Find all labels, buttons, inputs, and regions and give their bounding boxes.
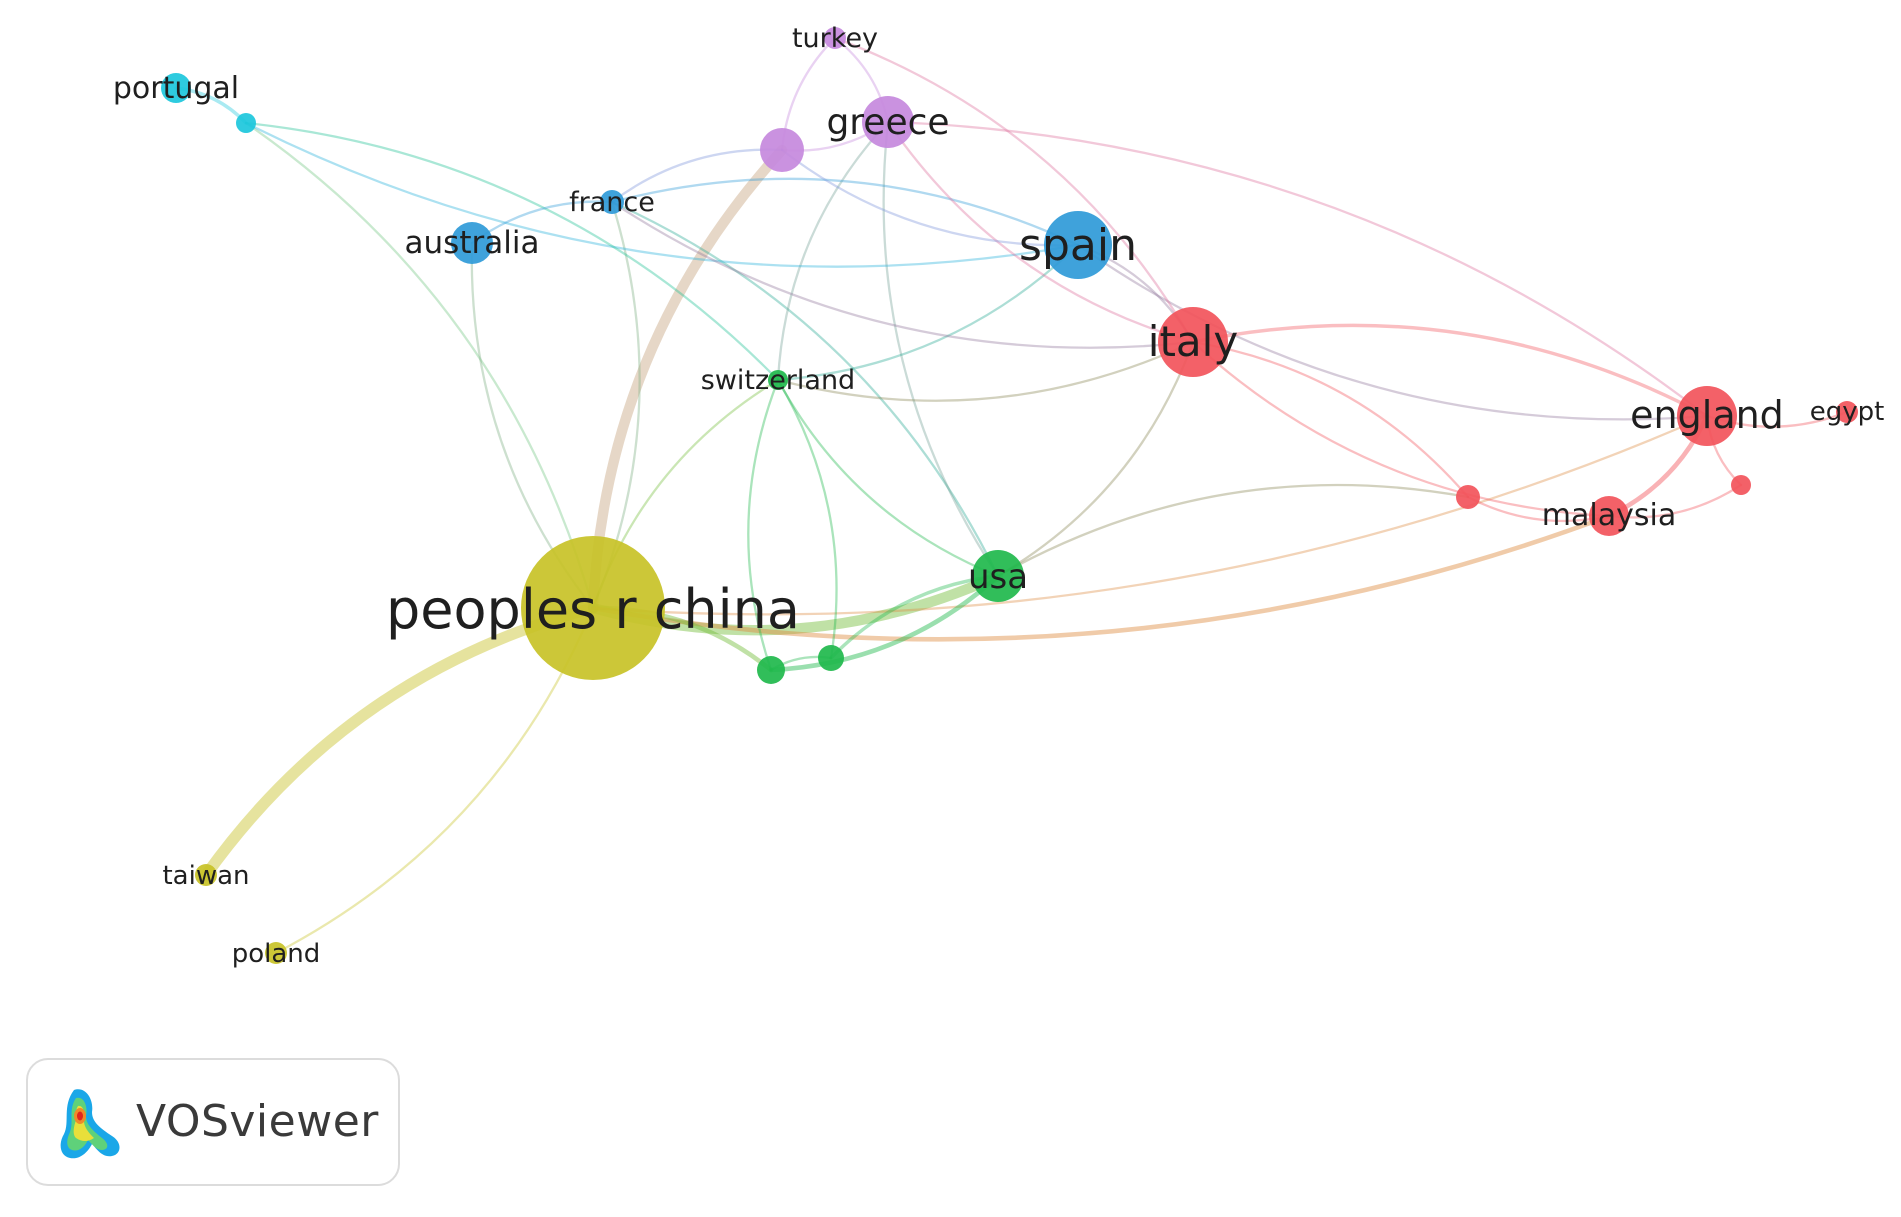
link-france-purple_node: [610, 148, 784, 204]
link-italy-england: [1191, 323, 1709, 418]
links-layer: [174, 36, 1849, 955]
node-greece[interactable]: [862, 96, 914, 148]
link-switzerland-italy: [776, 340, 1195, 402]
link-china-england: [591, 414, 1709, 616]
link-china-cyan_small: [244, 121, 595, 610]
node-italy[interactable]: [1158, 307, 1228, 377]
link-greece-italy: [886, 120, 1195, 344]
node-poland[interactable]: [265, 942, 287, 964]
node-red-a[interactable]: [1456, 485, 1480, 509]
node-usa[interactable]: [972, 550, 1024, 602]
node-turkey[interactable]: [824, 27, 846, 49]
node-switzerland[interactable]: [768, 370, 788, 390]
label-poland: poland: [232, 939, 321, 969]
node-purple-node[interactable]: [760, 128, 804, 172]
link-usa-italy: [996, 340, 1195, 578]
node-malaysia[interactable]: [1589, 496, 1629, 536]
vosviewer-logo-icon: [60, 1089, 120, 1159]
label-taiwan: taiwan: [162, 861, 249, 891]
node-spain[interactable]: [1044, 211, 1112, 279]
link-switzerland-greece: [776, 120, 890, 382]
link-italy-malaysia: [1191, 340, 1611, 518]
link-cyan_small-switzerland: [244, 121, 780, 382]
label-switzerland: switzerland: [701, 365, 855, 396]
label-turkey: turkey: [792, 23, 878, 54]
link-france-italy: [610, 200, 1195, 349]
node-egypt[interactable]: [1836, 401, 1858, 423]
node-cyan-small[interactable]: [236, 113, 256, 133]
label-france: france: [569, 187, 655, 218]
node-australia[interactable]: [451, 222, 493, 264]
link-usa-green_a: [768, 573, 1001, 673]
node-taiwan[interactable]: [195, 864, 217, 886]
link-cyan_small-spain: [244, 121, 1080, 268]
node-china[interactable]: [521, 536, 665, 680]
link-italy-red_a: [1191, 340, 1470, 499]
node-portugal[interactable]: [161, 73, 191, 103]
link-france-spain: [610, 177, 1080, 247]
link-purple_node-spain: [780, 148, 1080, 247]
vosviewer-label: VOSviewer: [136, 1096, 379, 1147]
link-china-malaysia: [590, 513, 1612, 642]
node-england[interactable]: [1677, 386, 1737, 446]
vosviewer-badge: VOSviewer: [26, 1058, 400, 1186]
label-usa: usa: [968, 557, 1028, 597]
node-red-b[interactable]: [1731, 475, 1751, 495]
label-china: peoples r china: [386, 578, 800, 641]
link-turkey-italy: [833, 36, 1195, 344]
label-egypt: egypt: [1810, 397, 1885, 427]
link-usa-red_a: [996, 483, 1470, 578]
link-spain-england: [1076, 243, 1709, 421]
link-usa-france: [610, 200, 1000, 578]
node-green-b[interactable]: [818, 645, 844, 671]
label-spain: spain: [1019, 220, 1137, 271]
label-england: england: [1630, 393, 1784, 437]
node-green-a[interactable]: [757, 656, 785, 684]
node-france[interactable]: [600, 190, 624, 214]
link-usa-switzerland: [776, 378, 1000, 578]
label-malaysia: malaysia: [1542, 498, 1676, 533]
label-portugal: portugal: [113, 71, 239, 106]
link-switzerland-green_b: [776, 378, 838, 660]
label-australia: australia: [405, 225, 540, 261]
link-usa-greece: [882, 120, 1000, 578]
label-greece: greece: [826, 102, 949, 143]
link-greece-england: [886, 120, 1709, 418]
link-switzerland-spain: [776, 243, 1080, 382]
nodes-layer: [161, 27, 1858, 964]
link-switzerland-green_a: [747, 378, 780, 672]
label-italy: italy: [1148, 317, 1238, 366]
